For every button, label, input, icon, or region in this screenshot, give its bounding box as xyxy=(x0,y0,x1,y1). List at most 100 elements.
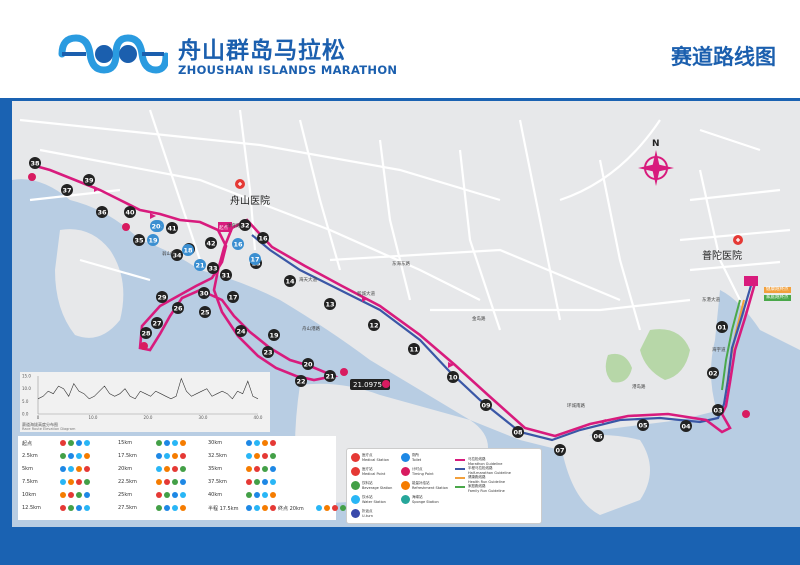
supply-km-label: 25km xyxy=(118,492,133,498)
timing-point-icon xyxy=(742,410,750,418)
km-marker xyxy=(262,346,274,358)
supply-station-icon xyxy=(246,479,252,485)
brand-name-en: ZHOUSHAN ISLANDS MARATHON xyxy=(178,63,398,77)
legend-line xyxy=(455,477,465,479)
road-label: 海天大道 xyxy=(299,278,317,283)
km-marker xyxy=(716,321,728,333)
km-marker xyxy=(284,275,296,287)
supply-km-label: 2.5km xyxy=(22,453,38,459)
supply-station-icon xyxy=(156,453,162,459)
supply-station-icon xyxy=(270,505,276,511)
half-km-marker-label: 21 xyxy=(195,261,205,269)
half-km-marker-label: 16 xyxy=(233,240,243,248)
supply-station-icon xyxy=(270,453,276,459)
legend-icon xyxy=(351,467,360,476)
supply-km-label: 起点 xyxy=(22,441,33,447)
road-label: 东海东路 xyxy=(392,262,410,267)
supply-station-icon xyxy=(172,466,178,472)
km-marker xyxy=(151,317,163,329)
supply-station-icon xyxy=(246,492,252,498)
supply-station-icon xyxy=(84,505,90,511)
km-marker xyxy=(592,430,604,442)
legend-line xyxy=(455,459,465,461)
elevation-y-tick: 5.0 xyxy=(22,399,29,404)
hospital-icon xyxy=(733,235,743,245)
north-label: N xyxy=(652,139,660,149)
supply-station-icon xyxy=(84,492,90,498)
km-marker-label: 33 xyxy=(208,264,217,272)
supply-km-label: 32.5km xyxy=(208,453,227,459)
supply-station-icon xyxy=(180,505,186,511)
road-label: 舟山港路 xyxy=(302,327,320,332)
km-marker-label: 05 xyxy=(638,421,648,429)
elevation-caption-en: Race Route Elevation Diagram xyxy=(22,427,76,431)
supply-station-icon xyxy=(246,505,252,511)
km-marker-label: 14 xyxy=(285,277,295,285)
km-marker xyxy=(205,237,217,249)
km-marker-label: 26 xyxy=(173,304,183,312)
supply-station-icon xyxy=(254,492,260,498)
road-label: 体育路 xyxy=(227,224,241,229)
km-marker xyxy=(124,206,136,218)
km-marker-label: 38 xyxy=(30,159,40,167)
km-marker xyxy=(324,370,336,382)
supply-station-icon xyxy=(156,479,162,485)
km-marker xyxy=(302,358,314,370)
supply-station-icon xyxy=(270,479,276,485)
km-marker-label: 06 xyxy=(593,432,603,440)
half-km-marker xyxy=(147,234,159,246)
km-marker-label: 20 xyxy=(303,360,313,368)
km-marker xyxy=(324,298,336,310)
hospital-label: 普陀医院 xyxy=(702,251,742,262)
km-marker xyxy=(680,420,692,432)
km-marker xyxy=(712,404,724,416)
supply-station-icon xyxy=(60,479,66,485)
elevation-x-tick: 30.0 xyxy=(199,415,208,420)
elevation-y-tick: 15.0 xyxy=(22,374,31,379)
supply-station-icon xyxy=(324,505,330,511)
km-marker xyxy=(295,375,307,387)
elevation-x-tick: 40.0 xyxy=(254,415,263,420)
km-marker-label: 01 xyxy=(717,323,727,331)
finish-flag xyxy=(744,276,758,286)
supply-station-icon xyxy=(270,466,276,472)
km-marker xyxy=(61,184,73,196)
km-marker xyxy=(447,371,459,383)
supply-station-icon xyxy=(254,453,260,459)
km-marker-label: 25 xyxy=(200,308,210,316)
half-finish-box xyxy=(350,379,390,390)
km-marker xyxy=(29,157,41,169)
km-marker-label: 22 xyxy=(296,377,305,385)
island-west xyxy=(55,229,124,338)
half-km-marker-label: 18 xyxy=(183,246,193,254)
road-label: 东港大道 xyxy=(702,298,720,303)
supply-station-icon xyxy=(180,492,186,498)
supply-km-label: 40km xyxy=(208,492,223,498)
elevation-profile xyxy=(37,377,259,400)
km-marker-label: 12 xyxy=(369,321,378,329)
supply-km-label: 30km xyxy=(208,440,223,446)
supply-km-label: 20km xyxy=(118,466,133,472)
supply-station-icon xyxy=(164,492,170,498)
km-marker-label: 09 xyxy=(481,401,491,409)
supply-station-icon xyxy=(172,453,178,459)
supply-station-icon xyxy=(172,505,178,511)
timing-point-icon xyxy=(382,380,390,388)
km-marker xyxy=(172,302,184,314)
km-marker-label: 21 xyxy=(325,372,335,380)
km-marker-label: 16 xyxy=(258,234,268,242)
km-marker xyxy=(257,232,269,244)
half-km-marker-label: 20 xyxy=(151,222,161,230)
supply-station-icon xyxy=(254,466,260,472)
supply-station-icon xyxy=(76,453,82,459)
supply-station-icon xyxy=(254,479,260,485)
km-marker-label: 35 xyxy=(134,236,144,244)
supply-station-icon xyxy=(156,492,162,498)
supply-station-icon xyxy=(340,505,346,511)
supply-station-icon xyxy=(68,505,74,511)
half-km-marker xyxy=(249,253,261,265)
road-label: 金岛路 xyxy=(472,317,486,322)
supply-station-icon xyxy=(262,453,268,459)
